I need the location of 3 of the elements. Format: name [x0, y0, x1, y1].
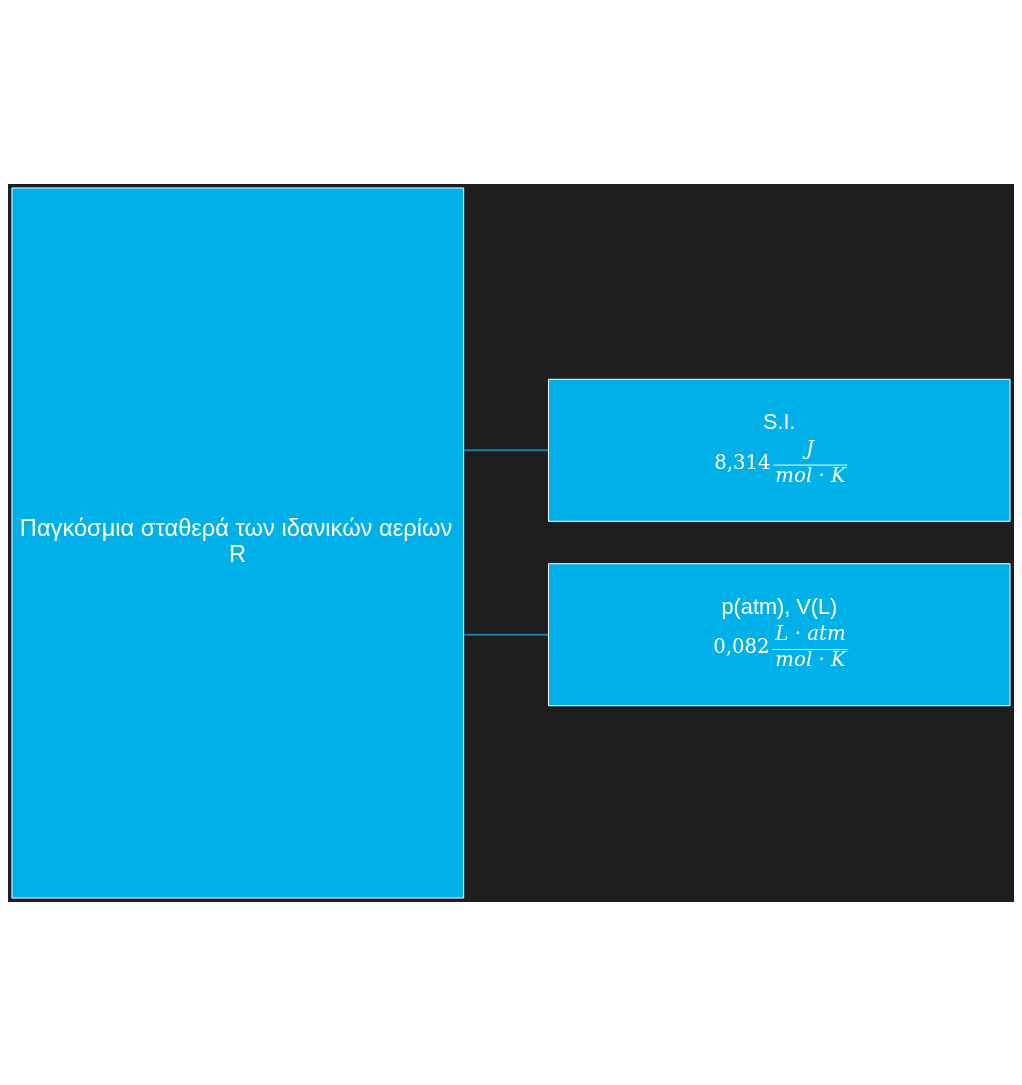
node-box: Παγκόσμια σταθερά των ιδανικών αερίων R	[11, 186, 465, 899]
connector	[462, 448, 550, 451]
connector	[462, 633, 550, 636]
